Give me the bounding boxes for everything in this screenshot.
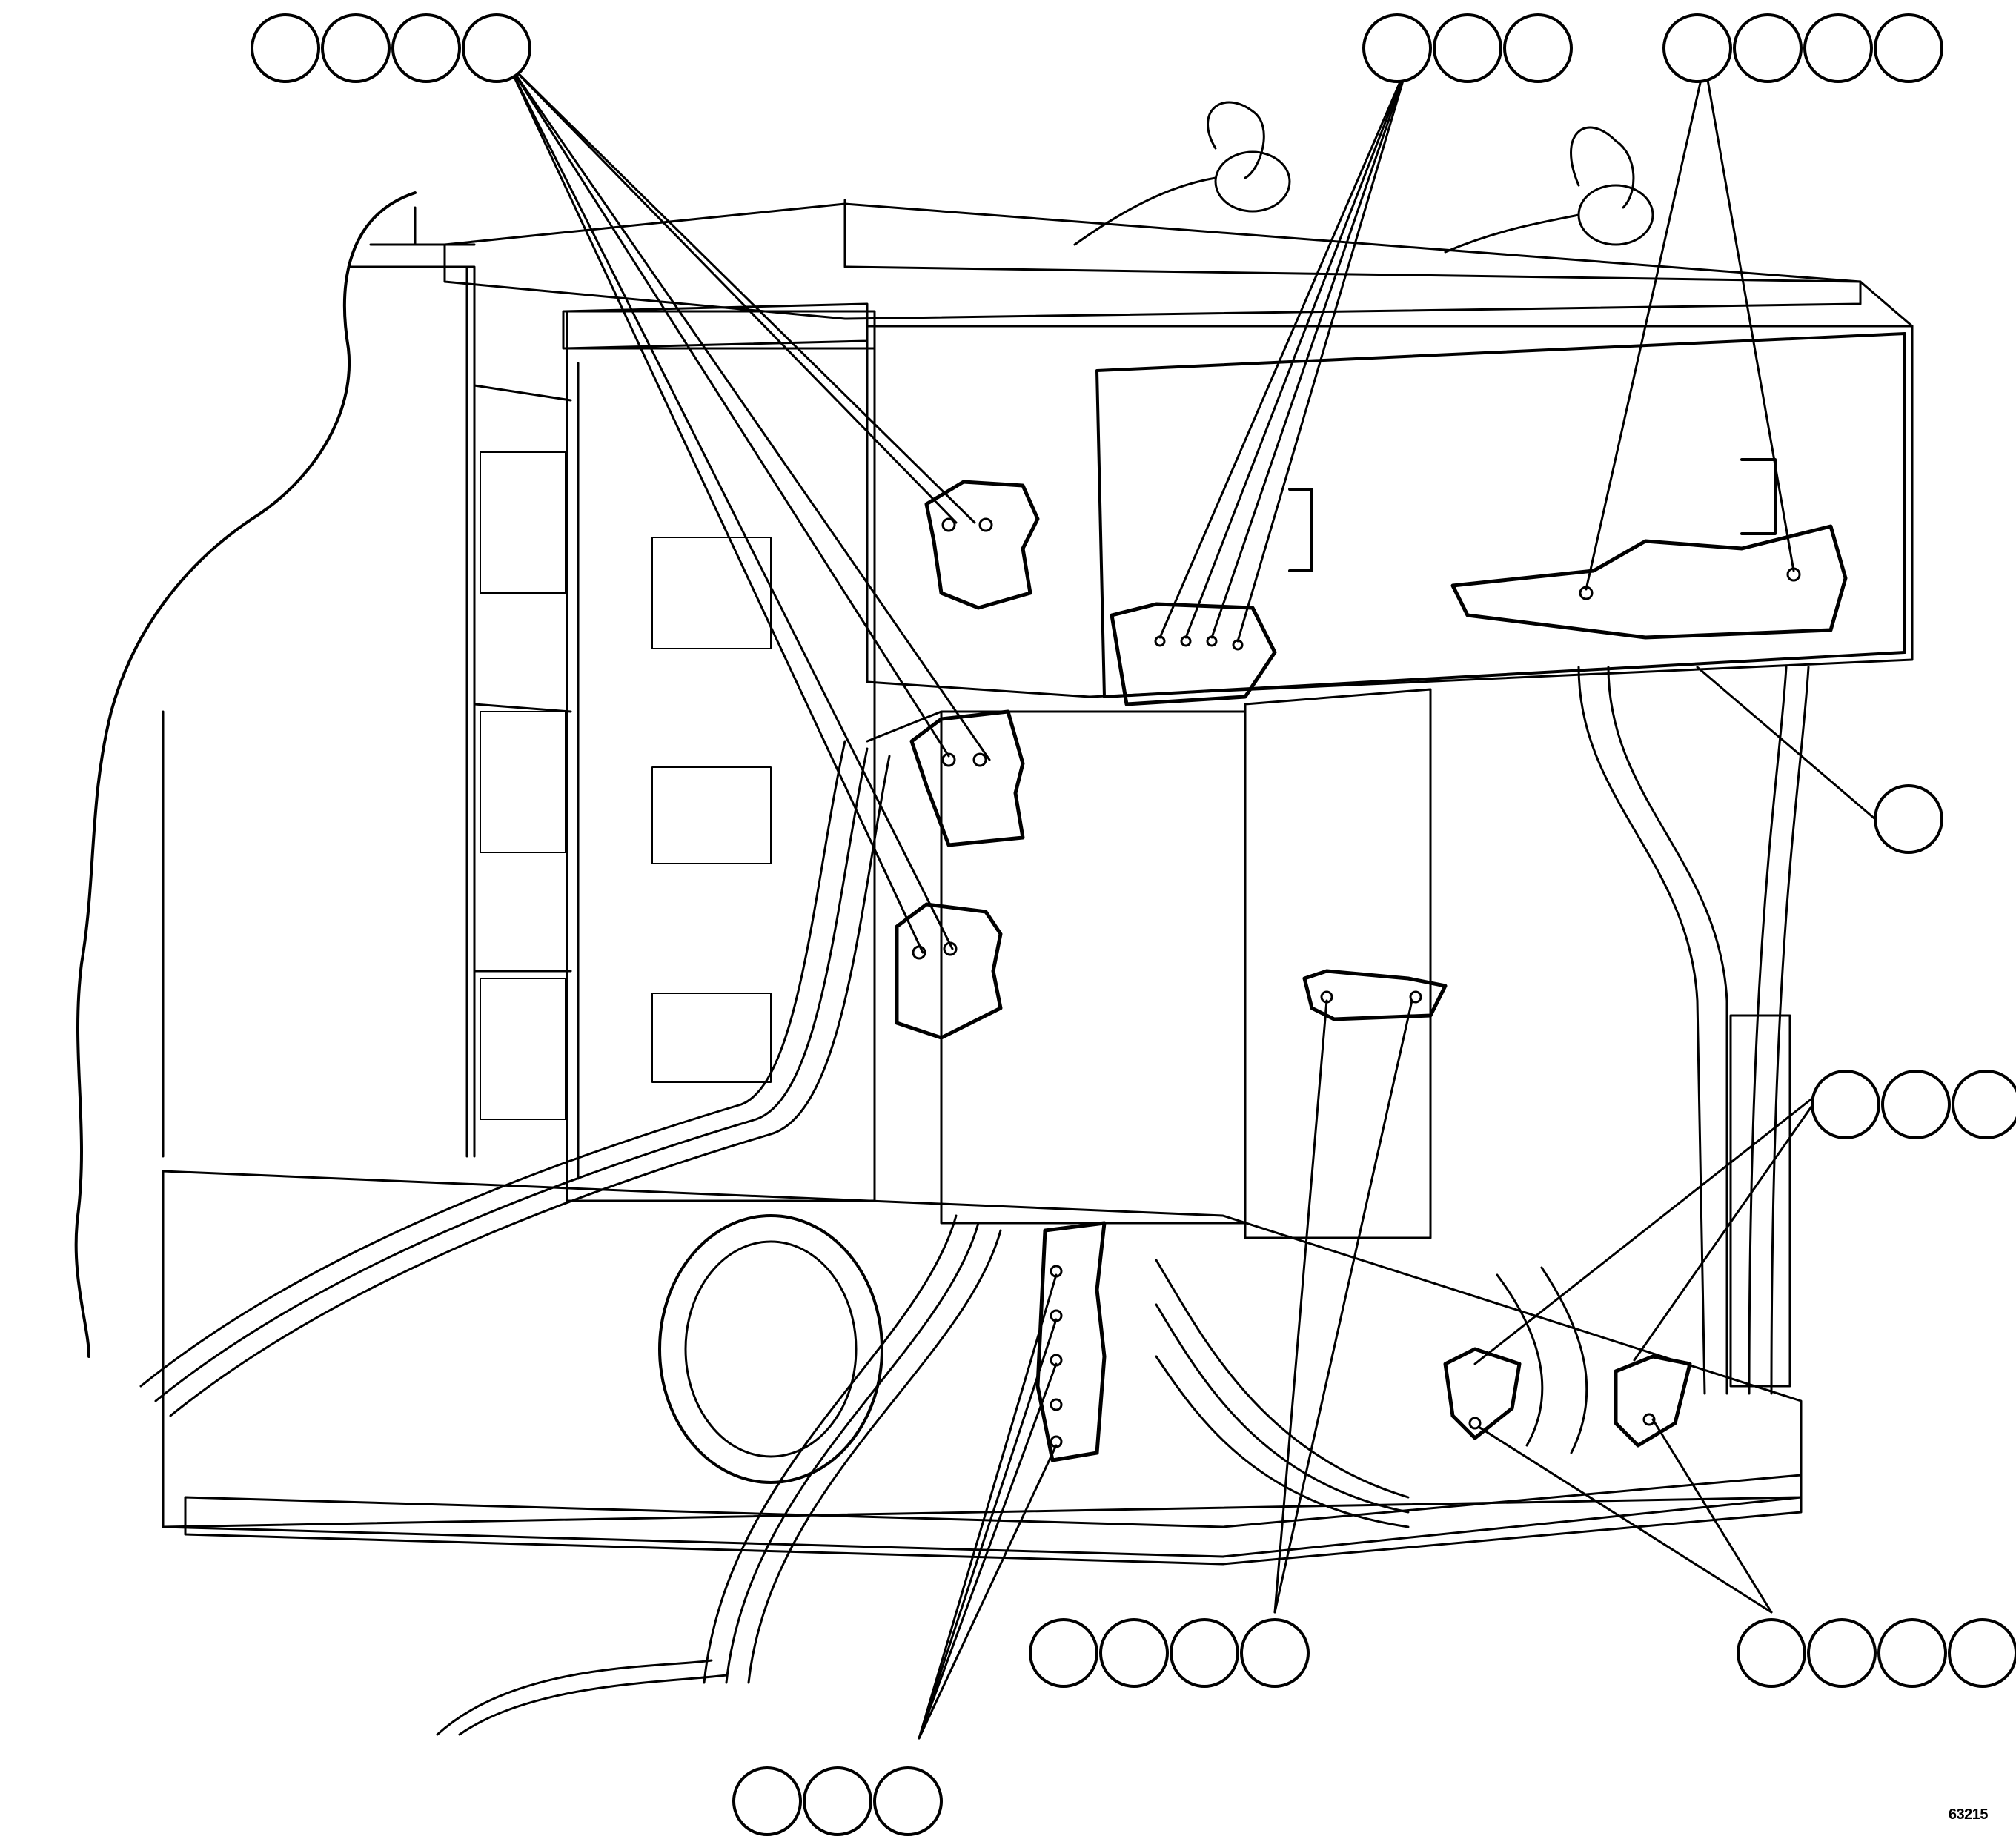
callout-balloon-right-lower-1 [1811, 1070, 1880, 1139]
callout-balloon-upper-right-2 [1733, 13, 1803, 83]
callout-balloon-bottom-center-right-3 [1170, 1618, 1239, 1688]
breakout-boundary [74, 191, 417, 1358]
terminal-board-bottom-right-2 [1614, 1354, 1692, 1448]
terminal-board-low-left [895, 902, 1003, 1040]
callout-balloon-upper-left-3 [391, 13, 461, 83]
callout-balloon-bottom-right-2 [1807, 1618, 1877, 1688]
leader-lines [506, 62, 1877, 1740]
callout-balloon-bottom-center-right-2 [1099, 1618, 1169, 1688]
terminal-board-bottom-center [1035, 1221, 1107, 1462]
terminal-board-top-left [924, 480, 1040, 610]
top-connectors [1073, 101, 1654, 254]
callout-balloon-upper-right-1 [1662, 13, 1732, 83]
right-conduit [1577, 666, 1810, 1395]
terminal-board-top-right [1450, 524, 1848, 640]
callout-balloon-upper-center-1 [1362, 13, 1432, 83]
middle-panel [866, 688, 1432, 1239]
callout-balloon-upper-right-3 [1803, 13, 1873, 83]
callout-balloon-bottom-right-1 [1737, 1618, 1806, 1688]
callout-balloon-bottom-right-4 [1948, 1618, 2016, 1688]
callout-balloon-upper-center-3 [1503, 13, 1573, 83]
terminal-studs [912, 517, 1801, 1448]
cable-bundles [139, 740, 1588, 1736]
terminal-board-bottom-right-1 [1443, 1347, 1522, 1440]
terminal-boards [895, 480, 1848, 1462]
terminal-board-top-center [1110, 602, 1277, 706]
callout-balloon-upper-right-4 [1874, 13, 1943, 83]
cabinet-handle [1288, 488, 1313, 572]
upper-cabinet [443, 199, 1914, 698]
callout-balloon-right-lower-3 [1952, 1070, 2016, 1139]
callout-balloon-bottom-center-right-4 [1240, 1618, 1310, 1688]
callout-balloon-bottom-center-right-1 [1029, 1618, 1098, 1688]
terminal-board-mid-left [909, 709, 1025, 847]
round-access-port [658, 1214, 883, 1484]
callout-balloon-bottom-center-2 [803, 1766, 872, 1836]
figure-number: 63215 [1948, 1806, 1989, 1823]
vent-grille [480, 451, 566, 1120]
callout-balloon-right-middle-1 [1874, 784, 1943, 854]
callout-balloon-upper-center-2 [1433, 13, 1502, 83]
callout-balloon-upper-left-4 [462, 13, 531, 83]
callout-balloon-bottom-center-3 [873, 1766, 943, 1836]
callout-balloon-bottom-right-3 [1877, 1618, 1947, 1688]
callout-balloon-upper-left-2 [321, 13, 391, 83]
callout-balloon-bottom-center-1 [732, 1766, 802, 1836]
callout-balloon-right-lower-2 [1881, 1070, 1951, 1139]
rear-cabinet [162, 206, 572, 1158]
terminal-board-center [1302, 969, 1448, 1021]
callout-balloons [251, 13, 2016, 1836]
center-rear-panel [566, 310, 876, 1202]
callout-balloon-upper-left-1 [251, 13, 320, 83]
lower-frame [162, 1170, 1803, 1566]
